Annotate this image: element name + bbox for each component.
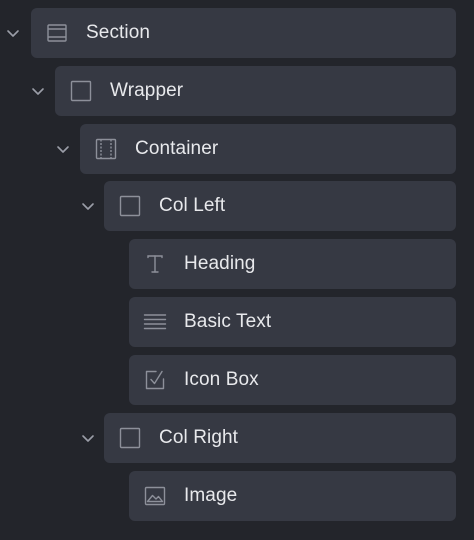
checkbox-icon — [143, 368, 167, 392]
tree-item-label: Col Left — [159, 195, 226, 216]
chevron-down-icon[interactable] — [80, 198, 96, 214]
tree-item-label: Section — [86, 22, 151, 43]
chevron-down-icon[interactable] — [5, 25, 21, 41]
text-lines-icon — [143, 310, 167, 334]
tree-item-heading[interactable]: Heading — [129, 239, 456, 289]
tree-item-label: Col Right — [159, 427, 239, 448]
container-icon — [94, 137, 118, 161]
tree-item-col-left[interactable]: Col Left — [104, 181, 456, 231]
chevron-down-icon[interactable] — [30, 83, 46, 99]
tree-item-basic-text[interactable]: Basic Text — [129, 297, 456, 347]
tree-item-wrapper[interactable]: Wrapper — [55, 66, 456, 116]
tree-item-label: Container — [135, 138, 219, 159]
heading-icon — [143, 252, 167, 276]
square-icon — [118, 426, 142, 450]
chevron-down-icon[interactable] — [55, 141, 71, 157]
tree-item-label: Heading — [184, 253, 256, 274]
tree-item-label: Basic Text — [184, 311, 272, 332]
tree-item-icon-box[interactable]: Icon Box — [129, 355, 456, 405]
chevron-down-icon[interactable] — [80, 430, 96, 446]
image-icon — [143, 484, 167, 508]
tree-item-col-right[interactable]: Col Right — [104, 413, 456, 463]
square-icon — [69, 79, 93, 103]
tree-item-container[interactable]: Container — [80, 124, 456, 174]
section-icon — [45, 21, 69, 45]
tree-item-section[interactable]: Section — [31, 8, 456, 58]
tree-item-label: Icon Box — [184, 369, 259, 390]
tree-item-label: Wrapper — [110, 80, 184, 101]
square-icon — [118, 194, 142, 218]
tree-item-label: Image — [184, 485, 238, 506]
tree-item-image[interactable]: Image — [129, 471, 456, 521]
